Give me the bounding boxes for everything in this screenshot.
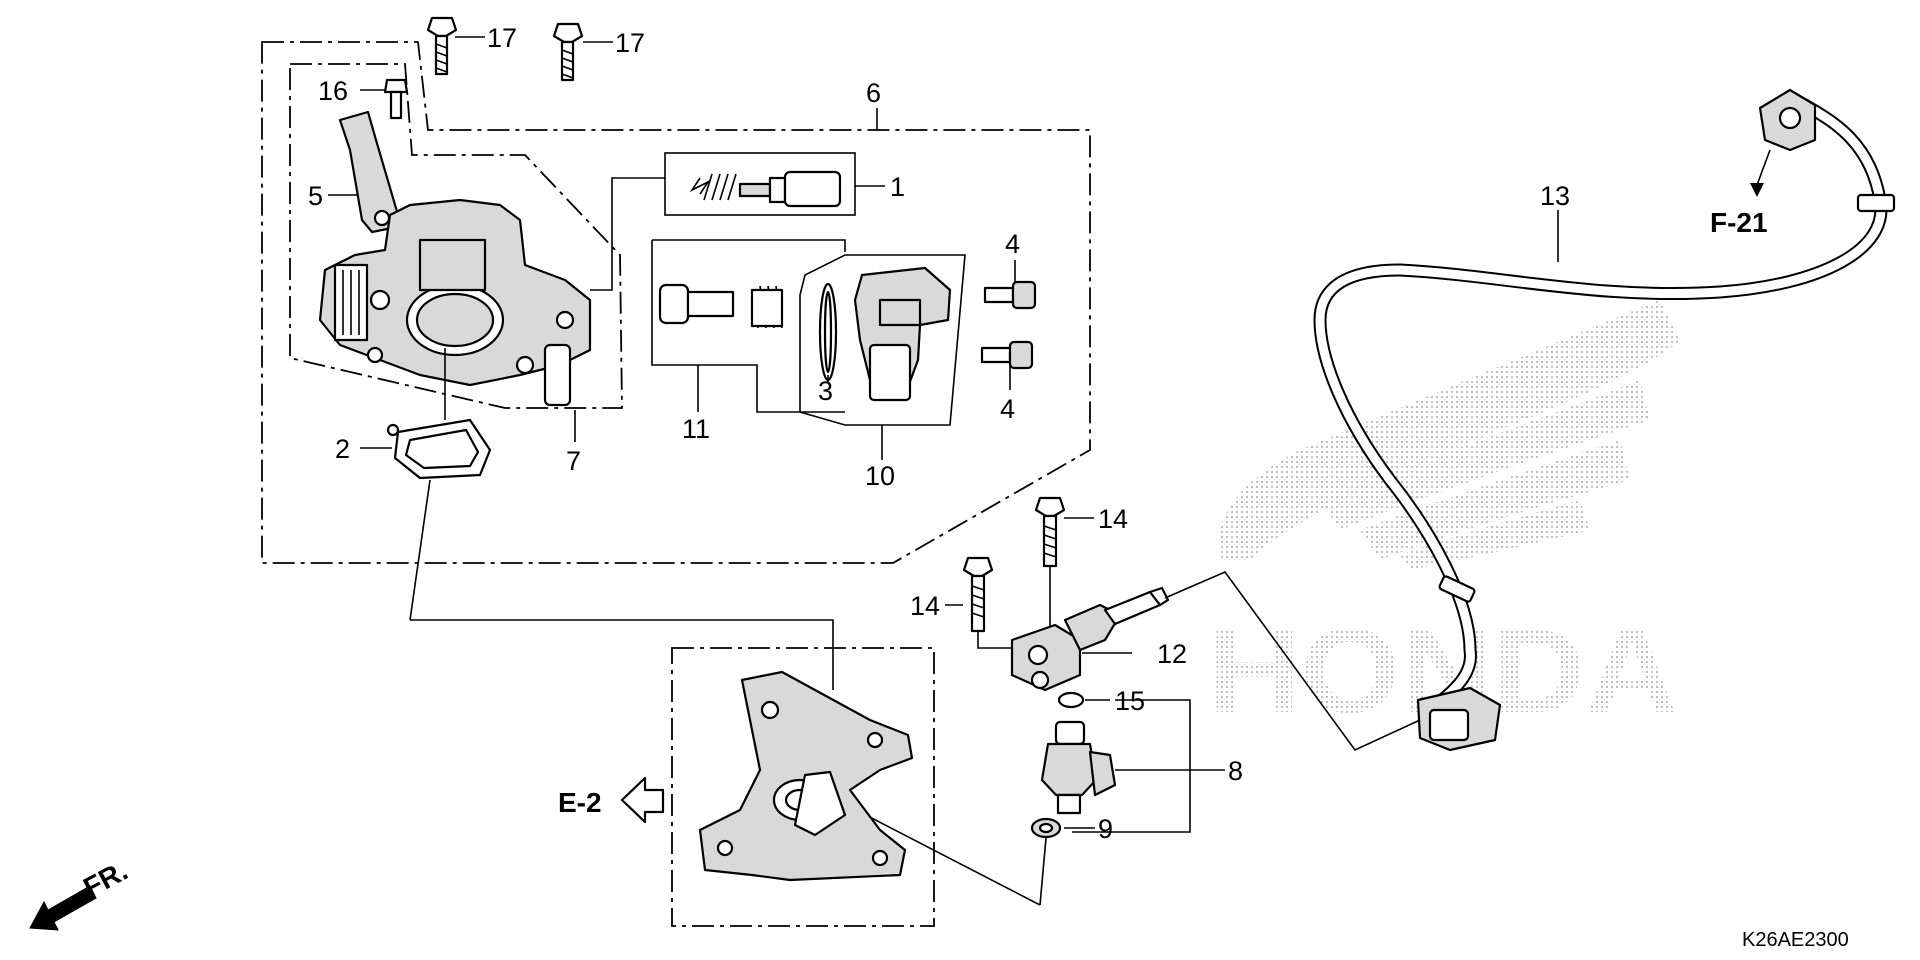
part-10-box bbox=[799, 254, 966, 426]
throttle-lever-5 bbox=[338, 110, 400, 234]
callout-4a: 4 bbox=[1005, 229, 1020, 259]
callout-8: 8 bbox=[1228, 756, 1243, 786]
callout-2: 2 bbox=[335, 434, 350, 464]
insulator bbox=[698, 670, 914, 882]
screw-4-lower bbox=[980, 340, 1034, 370]
callout-15: 15 bbox=[1115, 686, 1145, 716]
gasket-2 bbox=[386, 418, 492, 480]
part-11-spring bbox=[750, 285, 784, 329]
callout-3: 3 bbox=[818, 376, 833, 406]
callout-14b: 14 bbox=[910, 591, 940, 621]
joint-12 bbox=[1010, 586, 1170, 692]
callout-5: 5 bbox=[308, 181, 323, 211]
diagram-code: K26AE2300 bbox=[1742, 929, 1849, 951]
bolt-14-upper bbox=[1034, 496, 1066, 568]
callout-13: 13 bbox=[1540, 181, 1570, 211]
callout-7: 7 bbox=[566, 446, 581, 476]
callout-17b: 17 bbox=[615, 28, 645, 58]
callout-4b: 4 bbox=[1000, 394, 1015, 424]
ref-f21: F-21 bbox=[1710, 207, 1768, 238]
bolt-17-left bbox=[426, 16, 458, 76]
bolt-17-right bbox=[552, 22, 584, 82]
callout-9: 9 bbox=[1098, 814, 1113, 844]
callout-1: 1 bbox=[890, 172, 905, 202]
part-1-spring bbox=[689, 173, 737, 201]
honda-wing-watermark bbox=[1218, 300, 1680, 570]
fuel-hose-13 bbox=[1313, 88, 1896, 752]
callout-17a: 17 bbox=[487, 23, 517, 53]
seal-9 bbox=[1030, 817, 1062, 839]
o-ring-15 bbox=[1057, 691, 1085, 709]
part-11-box bbox=[651, 239, 846, 413]
assembly-7-outline bbox=[289, 63, 623, 409]
screw-4-upper bbox=[983, 280, 1037, 310]
part-1-box bbox=[664, 152, 856, 216]
callout-6: 6 bbox=[866, 78, 881, 108]
part-1-plunger bbox=[738, 170, 842, 208]
bolt-14-lower bbox=[962, 556, 994, 633]
screw-16 bbox=[383, 78, 409, 120]
part-11-plunger bbox=[658, 283, 735, 325]
ref-e2: E-2 bbox=[558, 787, 602, 818]
callout-16: 16 bbox=[318, 76, 348, 106]
throttle-body-7 bbox=[318, 198, 592, 407]
assembly-6-outline bbox=[261, 41, 1091, 564]
sensor-10 bbox=[853, 266, 952, 402]
callout-10: 10 bbox=[865, 461, 895, 491]
e2-arrow-icon bbox=[620, 776, 665, 824]
callout-11: 11 bbox=[682, 414, 710, 444]
callout-12: 12 bbox=[1157, 639, 1187, 669]
front-arrow-icon bbox=[29, 885, 97, 931]
injector-8 bbox=[1040, 720, 1117, 815]
insulator-box bbox=[671, 647, 935, 927]
callout-14a: 14 bbox=[1098, 504, 1128, 534]
